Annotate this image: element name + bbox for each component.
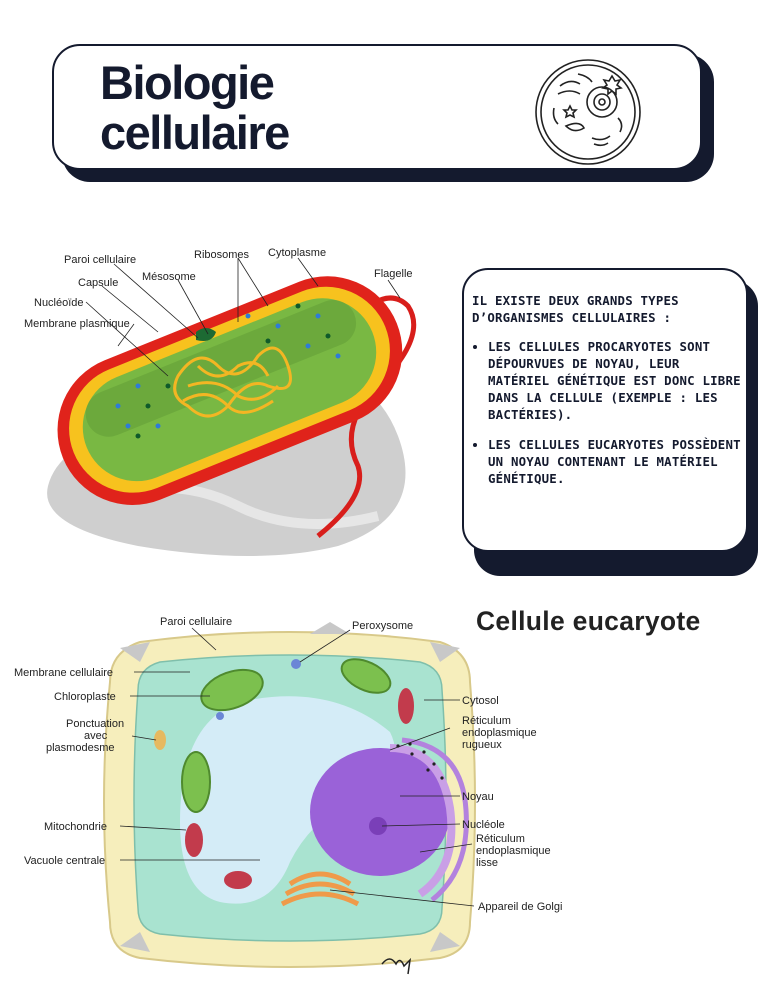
chloroplast — [181, 751, 211, 813]
label-rel-1: Réticulum — [476, 833, 525, 845]
label-paroi-cellulaire: Paroi cellulaire — [160, 616, 232, 628]
label-rer-3: rugueux — [462, 739, 502, 751]
label-appareil-golgi: Appareil de Golgi — [478, 901, 562, 913]
label-ponctuation-1: Ponctuation — [66, 718, 124, 730]
label-membrane-plasmique: Membrane plasmique — [24, 318, 130, 330]
vacuole — [180, 696, 395, 904]
label-vacuole-centrale: Vacuole centrale — [24, 855, 105, 867]
title-line-2: cellulaire — [100, 106, 290, 159]
label-nucleoide: Nucléoïde — [34, 297, 84, 309]
title-line-1: Biologie — [100, 56, 275, 109]
mitochondrion — [224, 871, 252, 889]
chloroplast — [340, 658, 392, 694]
prokaryote-diagram: Paroi cellulaire Capsule Nucléoïde Membr… — [24, 247, 417, 556]
mitochondrion — [398, 688, 414, 724]
signature-icon — [381, 957, 412, 975]
label-membrane-cellulaire: Membrane cellulaire — [14, 667, 113, 679]
info-item-procaryotes: LES CELLULES PROCARYOTES SONT DÉPOURVUES… — [488, 338, 742, 423]
rough-er — [389, 744, 456, 898]
info-text: IL EXISTE DEUX GRANDS TYPES D’ORGANISMES… — [472, 292, 742, 500]
peroxisome — [291, 659, 301, 669]
label-flagelle: Flagelle — [374, 268, 413, 280]
eukaryote-heading: Cellule eucaryote — [476, 606, 701, 636]
eukaryote-diagram: Paroi cellulaire Peroxysome Membrane cel… — [14, 616, 562, 975]
label-chloroplaste: Chloroplaste — [54, 691, 116, 703]
chloroplast — [200, 668, 264, 712]
golgi — [280, 871, 360, 907]
info-intro: IL EXISTE DEUX GRANDS TYPES D’ORGANISMES… — [472, 293, 679, 325]
info-list: LES CELLULES PROCARYOTES SONT DÉPOURVUES… — [472, 338, 742, 487]
info-card — [462, 268, 748, 552]
mesosome — [196, 328, 216, 341]
label-ponctuation-3: plasmodesme — [46, 742, 114, 754]
label-noyau: Noyau — [462, 791, 494, 803]
page-title: Biologie cellulaire — [100, 56, 290, 159]
label-rer-1: Réticulum — [462, 715, 511, 727]
cell-icon — [535, 59, 641, 165]
label-rel-3: lisse — [476, 857, 498, 869]
label-paroi-cellulaire: Paroi cellulaire — [64, 254, 136, 266]
mitochondrion — [185, 823, 203, 857]
label-ponctuation-2: avec — [84, 730, 108, 742]
label-cytosol: Cytosol — [462, 695, 499, 707]
nucleus — [310, 748, 450, 876]
label-cytoplasme: Cytoplasme — [268, 247, 326, 259]
nucleolus — [369, 817, 387, 835]
label-ribosomes: Ribosomes — [194, 249, 250, 261]
label-rel-2: endoplasmique — [476, 845, 551, 857]
info-item-eucaryotes: LES CELLULES EUCARYOTES POSSÈDENT UN NOY… — [488, 436, 742, 487]
label-rer-2: endoplasmique — [462, 727, 537, 739]
label-capsule: Capsule — [78, 277, 118, 289]
nucleoid — [173, 346, 292, 418]
label-mitochondrie: Mitochondrie — [44, 821, 107, 833]
label-nucleole: Nucléole — [462, 819, 505, 831]
label-mesosome: Mésosome — [142, 271, 196, 283]
label-peroxysome: Peroxysome — [352, 620, 413, 632]
